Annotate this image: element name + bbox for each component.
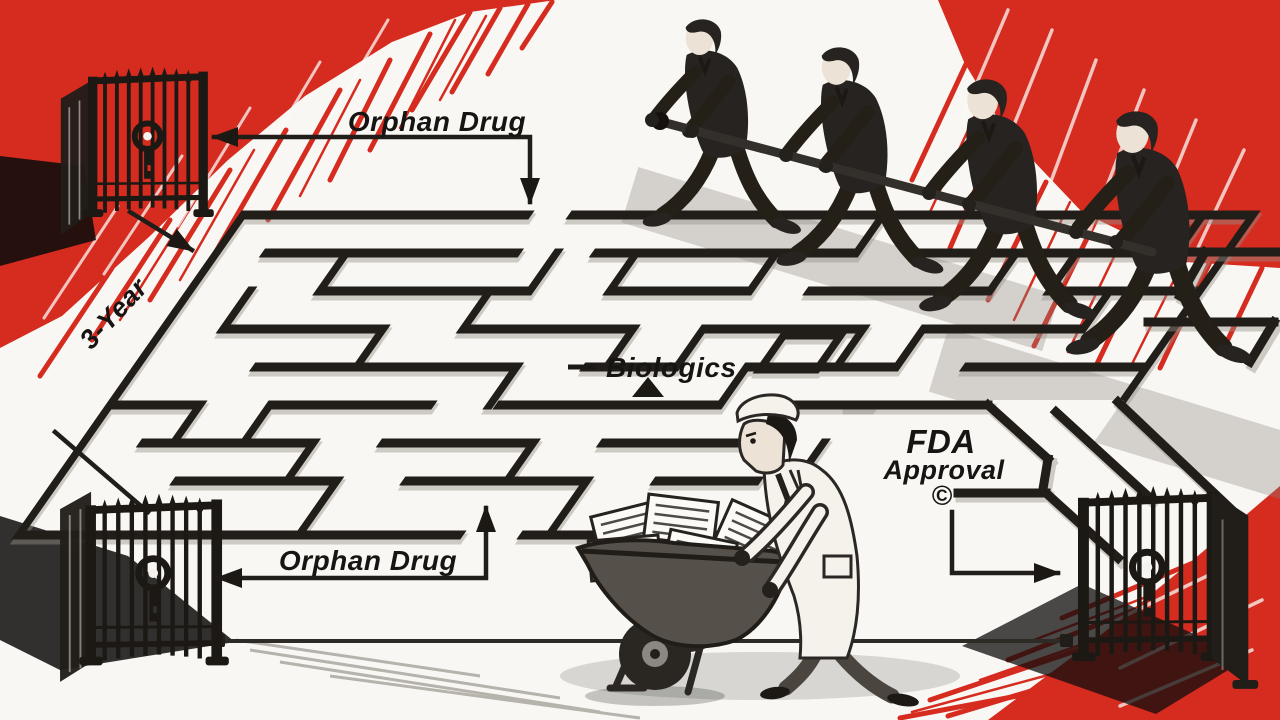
copyright-icon: © bbox=[931, 480, 952, 511]
label-fda-approval: Approval bbox=[882, 455, 1004, 485]
label-orphan-drug-top: Orphan Drug bbox=[348, 106, 526, 137]
arrow-orphan-bottom bbox=[215, 505, 496, 588]
businessmen-pulling-pole bbox=[641, 19, 1253, 366]
scientist-wheelbarrow-group bbox=[575, 393, 919, 707]
scientist bbox=[734, 393, 919, 707]
label-orphan-drug-bottom: Orphan Drug bbox=[279, 545, 457, 576]
cap bbox=[735, 393, 800, 424]
ground-post-right bbox=[1060, 634, 1073, 647]
arrow-gate-to-maze bbox=[126, 208, 196, 254]
hands-on-pole bbox=[645, 113, 1123, 249]
label-fda: FDA bbox=[906, 423, 975, 460]
gate-bottom-left bbox=[60, 492, 229, 682]
arrow-fda-to-gate bbox=[949, 509, 1061, 583]
arrow-orphan-top bbox=[211, 127, 540, 205]
gate-bottom-right bbox=[1072, 486, 1259, 689]
gate-top-left bbox=[60, 67, 214, 235]
wheelbarrow-tub bbox=[575, 538, 790, 649]
arrow-biologics bbox=[632, 377, 664, 397]
label-biologics: Biologics bbox=[606, 352, 737, 383]
